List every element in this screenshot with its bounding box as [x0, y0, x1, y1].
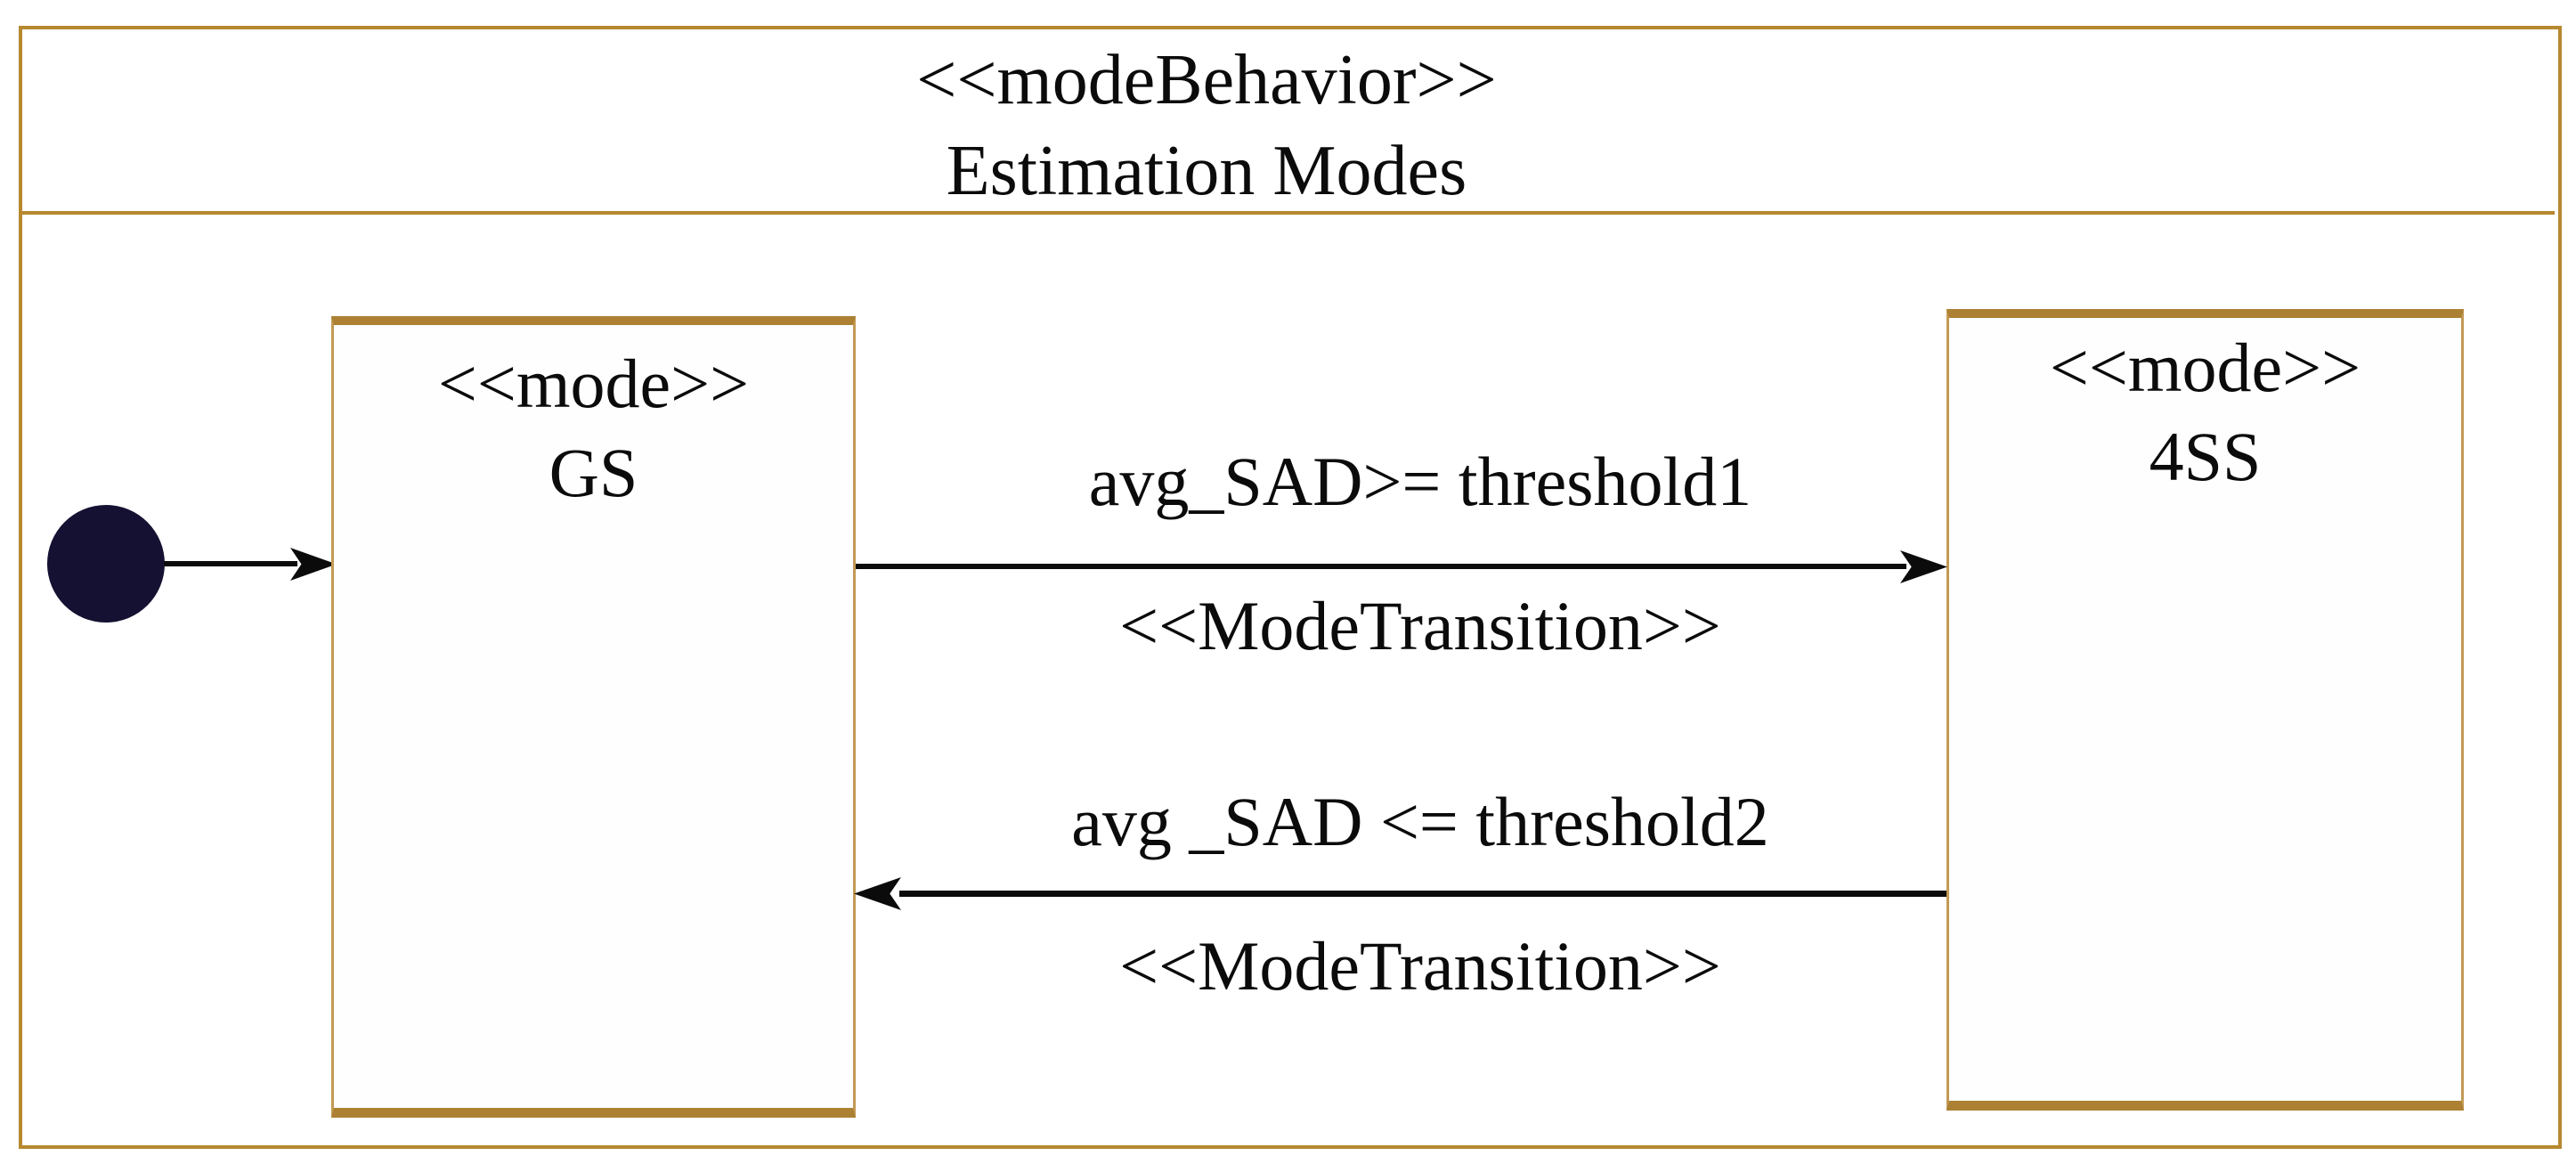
mode-box-gs: <<mode>> GS — [331, 316, 856, 1118]
title-compartment-separator — [22, 211, 2555, 215]
initial-state-icon — [47, 505, 165, 623]
gs-name-label: GS — [549, 433, 638, 511]
frame-title-label: Estimation Modes — [946, 131, 1467, 210]
frame-title-block: <<modeBehavior>> Estimation Modes — [22, 36, 2391, 216]
transition-gs-to-4ss-guard-label: avg_SAD>= threshold1 — [1088, 443, 1752, 520]
transition-4ss-to-gs-guard-label: avg _SAD <= threshold2 — [1071, 783, 1769, 860]
frame-stereotype-label: <<modeBehavior>> — [916, 41, 1497, 119]
transition-gs-to-4ss-line — [856, 564, 1906, 569]
transition-gs-to-4ss-stereotype-label: <<ModeTransition>> — [1119, 587, 1721, 664]
transition-4ss-to-gs-stereotype-label: <<ModeTransition>> — [1119, 927, 1721, 1005]
mode-box-4ss: <<mode>> 4SS — [1946, 309, 2464, 1111]
fss-stereotype-label: <<mode>> — [2049, 329, 2361, 406]
gs-stereotype-label: <<mode>> — [437, 345, 750, 422]
transition-4ss-to-gs-line — [899, 891, 1946, 897]
initial-transition-line — [164, 561, 297, 566]
fss-name-label: 4SS — [2149, 417, 2262, 495]
